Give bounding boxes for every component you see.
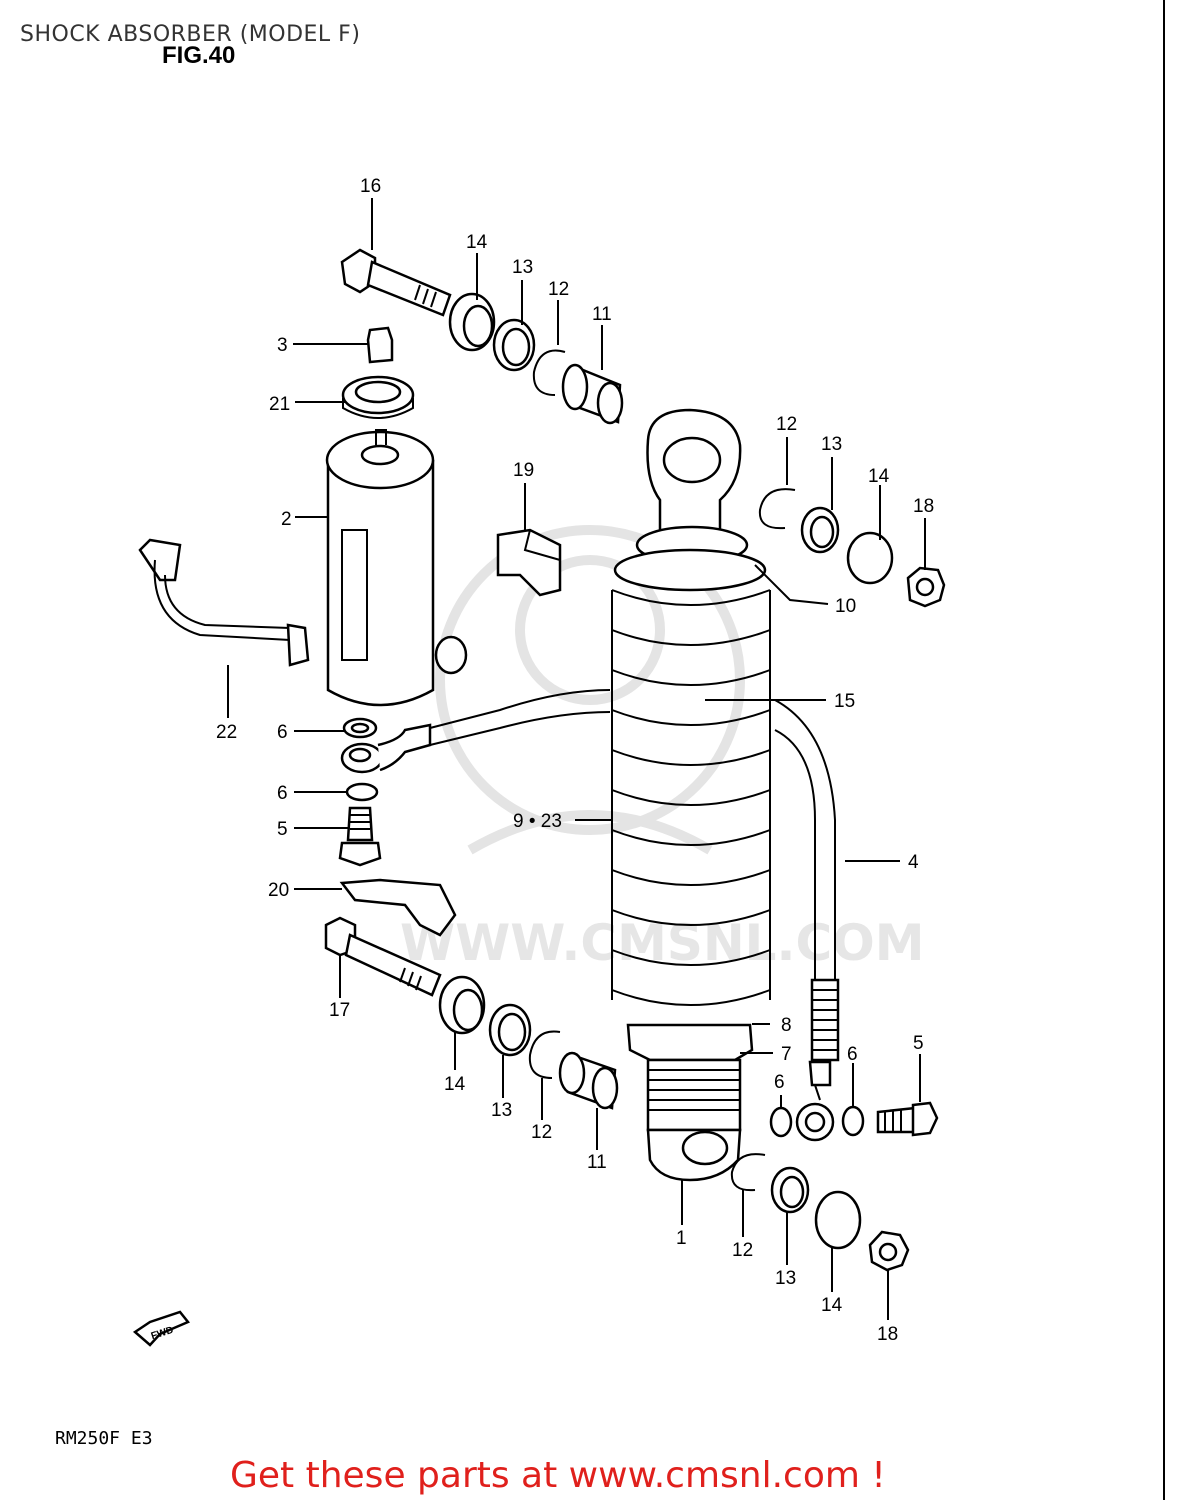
callout-9-23: 9 • 23 (513, 811, 562, 832)
washer-6-upper (342, 717, 378, 739)
nut-18-top (906, 566, 946, 608)
callout-11-bottom: 11 (587, 1152, 607, 1173)
figure-label: FIG.40 (162, 42, 236, 69)
washer-6-lower (345, 782, 379, 802)
collar-14-right-top (846, 531, 894, 585)
seal-13-top (492, 318, 536, 372)
callout-6-upper: 6 (277, 722, 288, 743)
reservoir-tank-2 (325, 429, 468, 707)
rubber-washer-21 (341, 375, 415, 419)
callout-14-right-top: 14 (868, 466, 890, 487)
collar-14-right-bottom (814, 1190, 862, 1250)
callout-19: 19 (513, 460, 534, 481)
bushing-11-bottom (558, 1051, 619, 1110)
circlip-12-top (532, 349, 566, 396)
hose-4 (774, 699, 840, 1101)
banjo-fitting-upper (340, 723, 432, 774)
callout-14-bottom: 14 (444, 1074, 466, 1095)
callout-12-bottom: 12 (531, 1122, 552, 1143)
coil-spring-9 (611, 589, 771, 1006)
banjo-fitting-lower (795, 1102, 835, 1142)
page-border-line (1163, 0, 1165, 1500)
callout-12-top: 12 (548, 279, 569, 300)
seal-13-right-top (800, 506, 840, 554)
banjo-bolt-5-right (876, 1101, 939, 1137)
callout-6-right-upper: 6 (847, 1044, 858, 1065)
callout-12-right-top: 12 (776, 414, 797, 435)
leader-lines (227, 198, 926, 1320)
callout-8: 8 (781, 1015, 792, 1036)
bushing-11-top (561, 363, 624, 425)
callout-10: 10 (835, 596, 856, 617)
guard-plate-20 (339, 878, 457, 937)
washer-6-right-right (841, 1105, 865, 1137)
callout-17: 17 (329, 1000, 350, 1021)
model-code: RM250F E3 (55, 1428, 153, 1449)
callout-15: 15 (834, 691, 855, 712)
callout-21: 21 (269, 394, 290, 415)
callout-18-top: 18 (913, 496, 934, 517)
collar-14-bottom (438, 975, 486, 1035)
callout-13-top: 13 (512, 257, 533, 278)
circlip-12-bottom (528, 1030, 561, 1079)
seal-13-bottom (488, 1003, 532, 1057)
exploded-parts-diagram: WWW.CMSNL.COM (132, 176, 946, 1347)
callout-14-top: 14 (466, 232, 488, 253)
nut-18-bottom (868, 1230, 910, 1272)
callout-14-right-bottom: 14 (821, 1295, 843, 1316)
hose-upper (429, 689, 611, 746)
callout-7: 7 (781, 1044, 792, 1065)
strap-22 (138, 538, 310, 667)
banjo-bolt-5 (338, 806, 382, 867)
callout-6-lower: 6 (277, 783, 288, 804)
seal-13-right-bottom (770, 1166, 810, 1214)
callout-3: 3 (277, 335, 288, 356)
circlip-12-right-top (758, 488, 796, 530)
bolt-16 (340, 248, 452, 317)
shock-absorber-1 (611, 408, 771, 1182)
cta-link[interactable]: Get these parts at www.cmsnl.com ! (230, 1455, 886, 1496)
callout-22: 22 (216, 722, 237, 743)
callout-13-bottom: 13 (491, 1100, 512, 1121)
callout-18-bottom: 18 (877, 1324, 898, 1345)
callout-2: 2 (281, 509, 292, 530)
valve-cap-3 (366, 326, 394, 364)
callout-5-left: 5 (277, 819, 288, 840)
rubber-block-19 (496, 528, 562, 597)
washer-6-right-left (769, 1106, 793, 1138)
callout-16: 16 (360, 176, 381, 197)
callout-5-right: 5 (913, 1033, 924, 1054)
collar-14-top (448, 292, 496, 352)
callout-11-top: 11 (592, 304, 612, 325)
fwd-arrow-icon: FWD (132, 1310, 191, 1347)
callout-6-right-lower: 6 (774, 1072, 785, 1093)
callout-12-right-bottom: 12 (732, 1240, 753, 1261)
circlip-12-right-bottom (730, 1153, 766, 1192)
callout-13-right-bottom: 13 (775, 1268, 796, 1289)
callout-labels: 16 14 13 12 11 3 21 2 19 12 13 14 18 10 … (216, 176, 934, 1345)
callout-20: 20 (268, 880, 289, 901)
callout-1: 1 (676, 1228, 687, 1249)
callout-4: 4 (908, 852, 919, 873)
bolt-17 (324, 916, 442, 997)
callout-13-right-top: 13 (821, 434, 842, 455)
page-title: SHOCK ABSORBER (MODEL F) (20, 22, 361, 47)
